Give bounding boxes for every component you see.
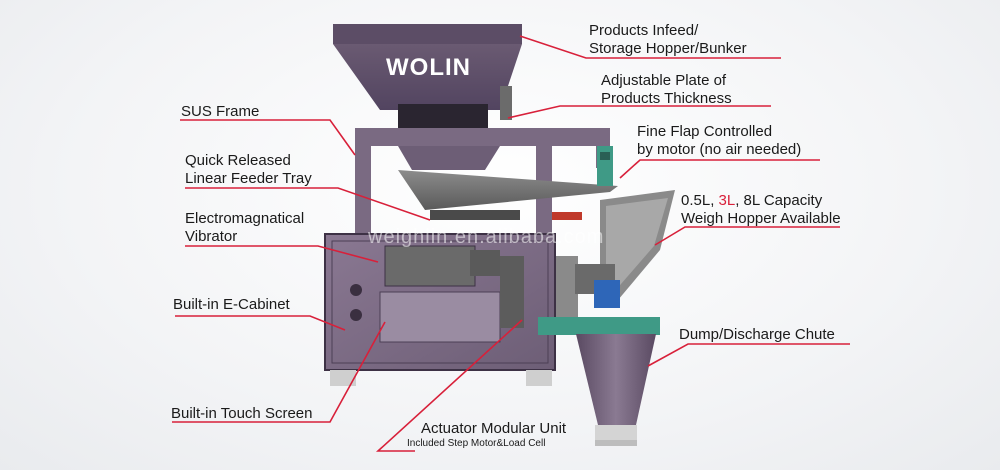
capacity-part-c: , 8L Capacity: [735, 192, 823, 209]
leader-touch-screen: [172, 321, 386, 423]
linear-feeder-tray: [398, 170, 618, 220]
label-touch-screen: Built-in Touch Screen: [171, 405, 313, 422]
leader-vibrator: [185, 245, 379, 263]
label-plate-line1: Adjustable Plate of: [601, 72, 727, 89]
capacity-highlight: 3L: [718, 192, 736, 209]
label-infeed-line2: Storage Hopper/Bunker: [589, 40, 747, 57]
hopper-throat: [398, 146, 500, 170]
label-flap-line1: Fine Flap Controlled: [637, 123, 773, 140]
leader-actuator: [375, 319, 523, 452]
sus-frame: [355, 128, 610, 238]
leader-plate: [507, 105, 771, 119]
label-actuator-unit: Actuator Modular Unit Included Step Moto…: [407, 420, 566, 450]
leader-capacity: [654, 226, 840, 246]
actuator-unit: [556, 256, 620, 326]
leader-flap: [619, 159, 820, 179]
e-cabinet: [324, 233, 556, 386]
leader-sus-frame: [180, 119, 356, 156]
label-e-cabinet: Built-in E-Cabinet: [173, 296, 290, 313]
capacity-part-a: 0.5L,: [681, 192, 719, 209]
leader-tray: [185, 187, 431, 221]
label-feeder-tray: Quick Released Linear Feeder Tray: [185, 152, 312, 188]
leader-cabinet: [175, 315, 346, 331]
label-flap-line2: by motor (no air needed): [637, 141, 802, 158]
label-capacity-line2: Weigh Hopper Available: [681, 210, 841, 227]
brand-logo: WOLIN: [386, 54, 471, 81]
watermark: weighlin.en.alibaba.com: [368, 226, 605, 248]
label-discharge-chute: Dump/Discharge Chute: [679, 326, 835, 343]
label-weigh-hopper-capacity: 0.5L, 3L, 8L Capacity Weigh Hopper Avail…: [681, 192, 841, 228]
label-vibrator-line2: Vibrator: [185, 228, 238, 245]
label-infeed-hopper: Products Infeed/ Storage Hopper/Bunker: [589, 22, 747, 58]
label-actuator-line2: Included Step Motor&Load Cell: [407, 438, 546, 449]
label-vibrator: Electromagnatical Vibrator: [185, 210, 304, 246]
mount-bracket: [538, 317, 660, 335]
label-tray-line2: Linear Feeder Tray: [185, 170, 312, 187]
leader-chute: [647, 343, 850, 367]
label-actuator-line1: Actuator Modular Unit: [421, 420, 567, 437]
infeed-hopper: [333, 24, 522, 128]
label-tray-line1: Quick Released: [185, 152, 291, 169]
label-infeed-line1: Products Infeed/: [589, 22, 699, 39]
discharge-chute: [576, 334, 656, 446]
leader-lines: [172, 35, 850, 452]
flap-motor: [597, 146, 613, 186]
weigh-hopper: [600, 190, 675, 300]
label-sus-frame: SUS Frame: [181, 103, 260, 120]
label-adjustable-plate: Adjustable Plate of Products Thickness: [601, 72, 732, 108]
leader-infeed: [519, 35, 781, 59]
label-plate-line2: Products Thickness: [601, 90, 732, 107]
label-fine-flap: Fine Flap Controlled by motor (no air ne…: [637, 123, 801, 159]
label-capacity-line1: 0.5L, 3L, 8L Capacity: [681, 192, 841, 210]
label-vibrator-line1: Electromagnatical: [185, 210, 305, 227]
